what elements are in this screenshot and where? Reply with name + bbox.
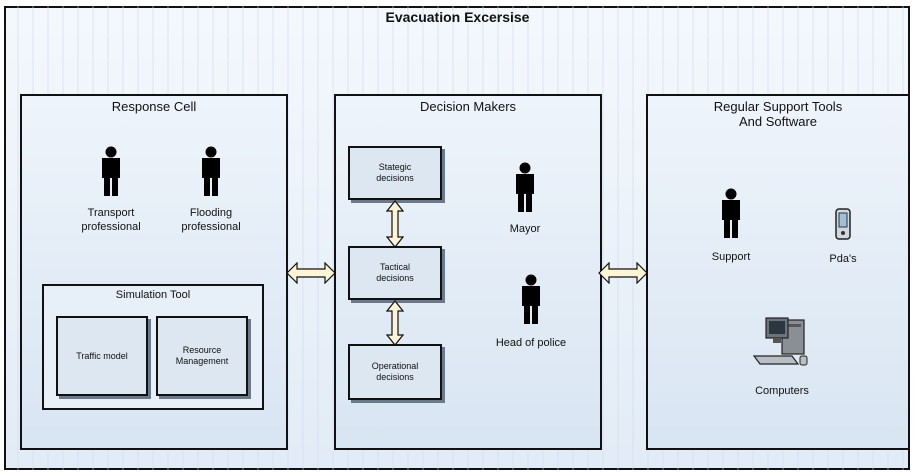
tactical-line2: decisions: [376, 273, 414, 283]
support-label: Support: [711, 251, 751, 263]
simulation-tool-title: Simulation Tool: [115, 289, 191, 301]
response-decision-double-arrow-icon: [286, 262, 336, 284]
strategic-line2: decisions: [376, 173, 414, 183]
mayor-label: Mayor: [509, 223, 541, 235]
decision-makers-title: Decision Makers: [419, 99, 517, 114]
mayor-person-icon: [516, 162, 534, 212]
tactical-operational-double-arrow-icon: [386, 300, 404, 346]
transport-professional-person-icon: [102, 146, 120, 196]
transport-label-line1: Transport: [87, 207, 135, 219]
response-cell-title: Response Cell: [111, 99, 197, 114]
decision-support-double-arrow-icon: [598, 262, 648, 284]
transport-label-line2: professional: [81, 221, 141, 233]
resource-management-box: Resource Management: [156, 316, 248, 396]
computer-icon: [752, 317, 808, 366]
strategic-tactical-double-arrow-icon: [386, 200, 404, 248]
tactical-decisions-box: Tactical decisions: [348, 246, 442, 300]
person-icon: [722, 188, 740, 238]
operational-line2: decisions: [376, 372, 414, 382]
resource-management-line1: Resource: [182, 345, 222, 355]
support-tools-title-line1: Regular Support Tools: [713, 99, 843, 114]
pdas-label: Pda's: [829, 253, 857, 265]
strategic-decisions-box: Stategic decisions: [348, 146, 442, 200]
support-tools-title: Regular Support Tools And Software: [648, 99, 908, 129]
flooding-label-line2: professional: [181, 221, 241, 233]
strategic-line1: Stategic: [378, 162, 412, 172]
flooding-professional-person-icon: [202, 146, 220, 196]
pda-icon: [835, 208, 851, 240]
transport-professional-label: Transport professional: [66, 206, 156, 234]
computers-label: Computers: [755, 385, 809, 397]
head-of-police-person-icon: [522, 274, 540, 324]
tactical-line1: Tactical: [379, 262, 410, 272]
response-cell-panel: Response Cell Transport professional Flo…: [20, 94, 288, 450]
simulation-tool-box: Simulation Tool Traffic model Resource M…: [42, 284, 264, 410]
support-tools-title-line2: And Software: [738, 114, 818, 129]
traffic-model-box: Traffic model: [56, 316, 148, 396]
decision-makers-panel: Decision Makers Stategic decisions Tacti…: [334, 94, 602, 450]
diagram-title: Evacuation Excersise: [385, 9, 530, 25]
support-tools-panel: Regular Support Tools And Software Suppo…: [646, 94, 910, 450]
operational-decisions-box: Operational decisions: [348, 344, 442, 400]
resource-management-line2: Management: [175, 356, 229, 366]
flooding-professional-label: Flooding professional: [166, 206, 256, 234]
head-of-police-label: Head of police: [495, 337, 567, 349]
operational-line1: Operational: [371, 361, 419, 371]
traffic-model-label: Traffic model: [76, 350, 128, 361]
flooding-label-line1: Flooding: [189, 207, 233, 219]
